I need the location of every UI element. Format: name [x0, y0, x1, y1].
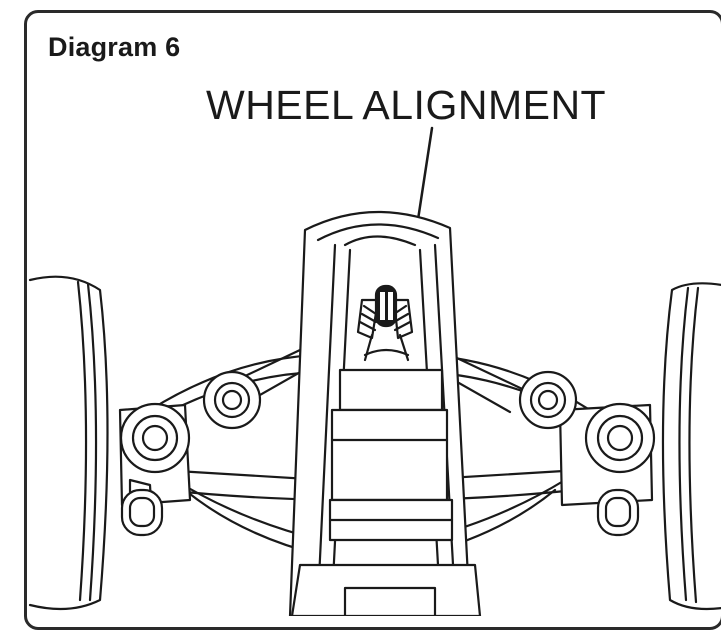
callout-label: WHEEL ALIGNMENT — [206, 82, 607, 128]
left-outer-pivot — [119, 402, 191, 474]
left-tire — [28, 275, 109, 611]
chassis-tower — [288, 210, 482, 616]
right-tire — [661, 282, 721, 611]
right-outer-pivot — [584, 402, 656, 474]
alignment-adjuster-icon — [356, 284, 414, 362]
left-inner-pivot — [202, 370, 262, 430]
diagram-label: Diagram 6 — [48, 32, 181, 62]
right-inner-pivot — [518, 370, 578, 430]
suspension-illustration — [28, 126, 721, 616]
